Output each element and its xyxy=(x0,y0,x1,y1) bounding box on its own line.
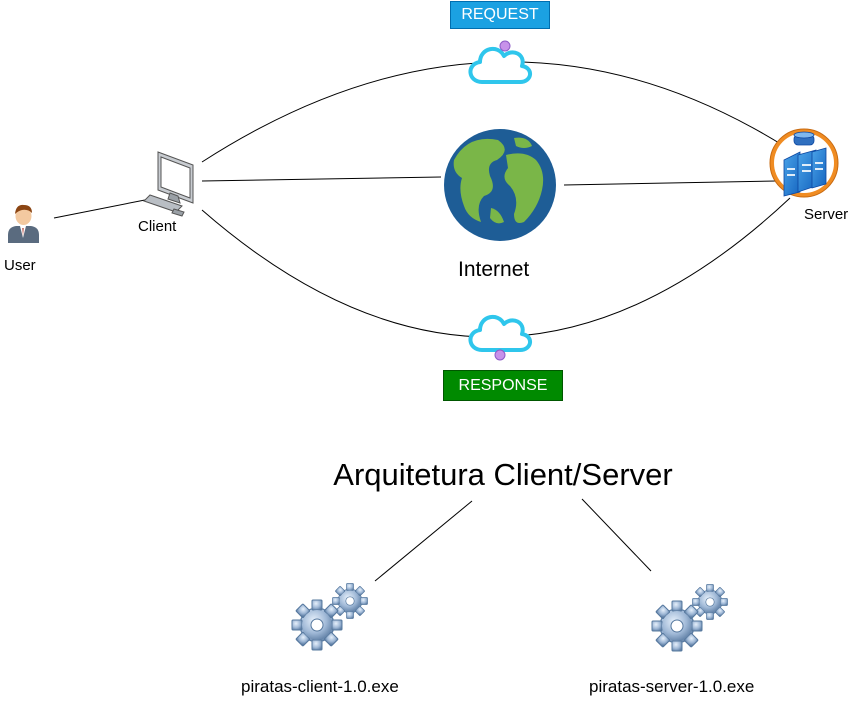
internet-label: Internet xyxy=(458,258,530,281)
user-label: User xyxy=(4,257,36,274)
connectors xyxy=(53,61,791,582)
response-badge: RESPONSE xyxy=(443,370,563,401)
internet-server-line xyxy=(563,180,777,186)
title-client-line xyxy=(374,500,473,582)
user-icon xyxy=(8,204,39,243)
client-internet-line xyxy=(201,176,442,182)
response-cloud-icon xyxy=(468,314,533,361)
title-server-line xyxy=(581,498,652,572)
server-executable-label: piratas-server-1.0.exe xyxy=(589,677,755,696)
monitor-icon xyxy=(143,151,194,217)
client-label: Client xyxy=(138,218,177,235)
client-executable-label: piratas-client-1.0.exe xyxy=(241,677,399,696)
client-gears-icon xyxy=(291,583,368,651)
user-client-line xyxy=(53,198,151,219)
server-gears-icon xyxy=(651,584,728,652)
request-cloud-icon xyxy=(468,40,533,85)
server-icon xyxy=(769,128,839,198)
server-label: Server xyxy=(804,206,849,223)
diagram-title: Arquitetura Client/Server xyxy=(333,457,673,492)
globe-icon xyxy=(444,129,556,241)
request-badge: REQUEST xyxy=(450,1,550,29)
